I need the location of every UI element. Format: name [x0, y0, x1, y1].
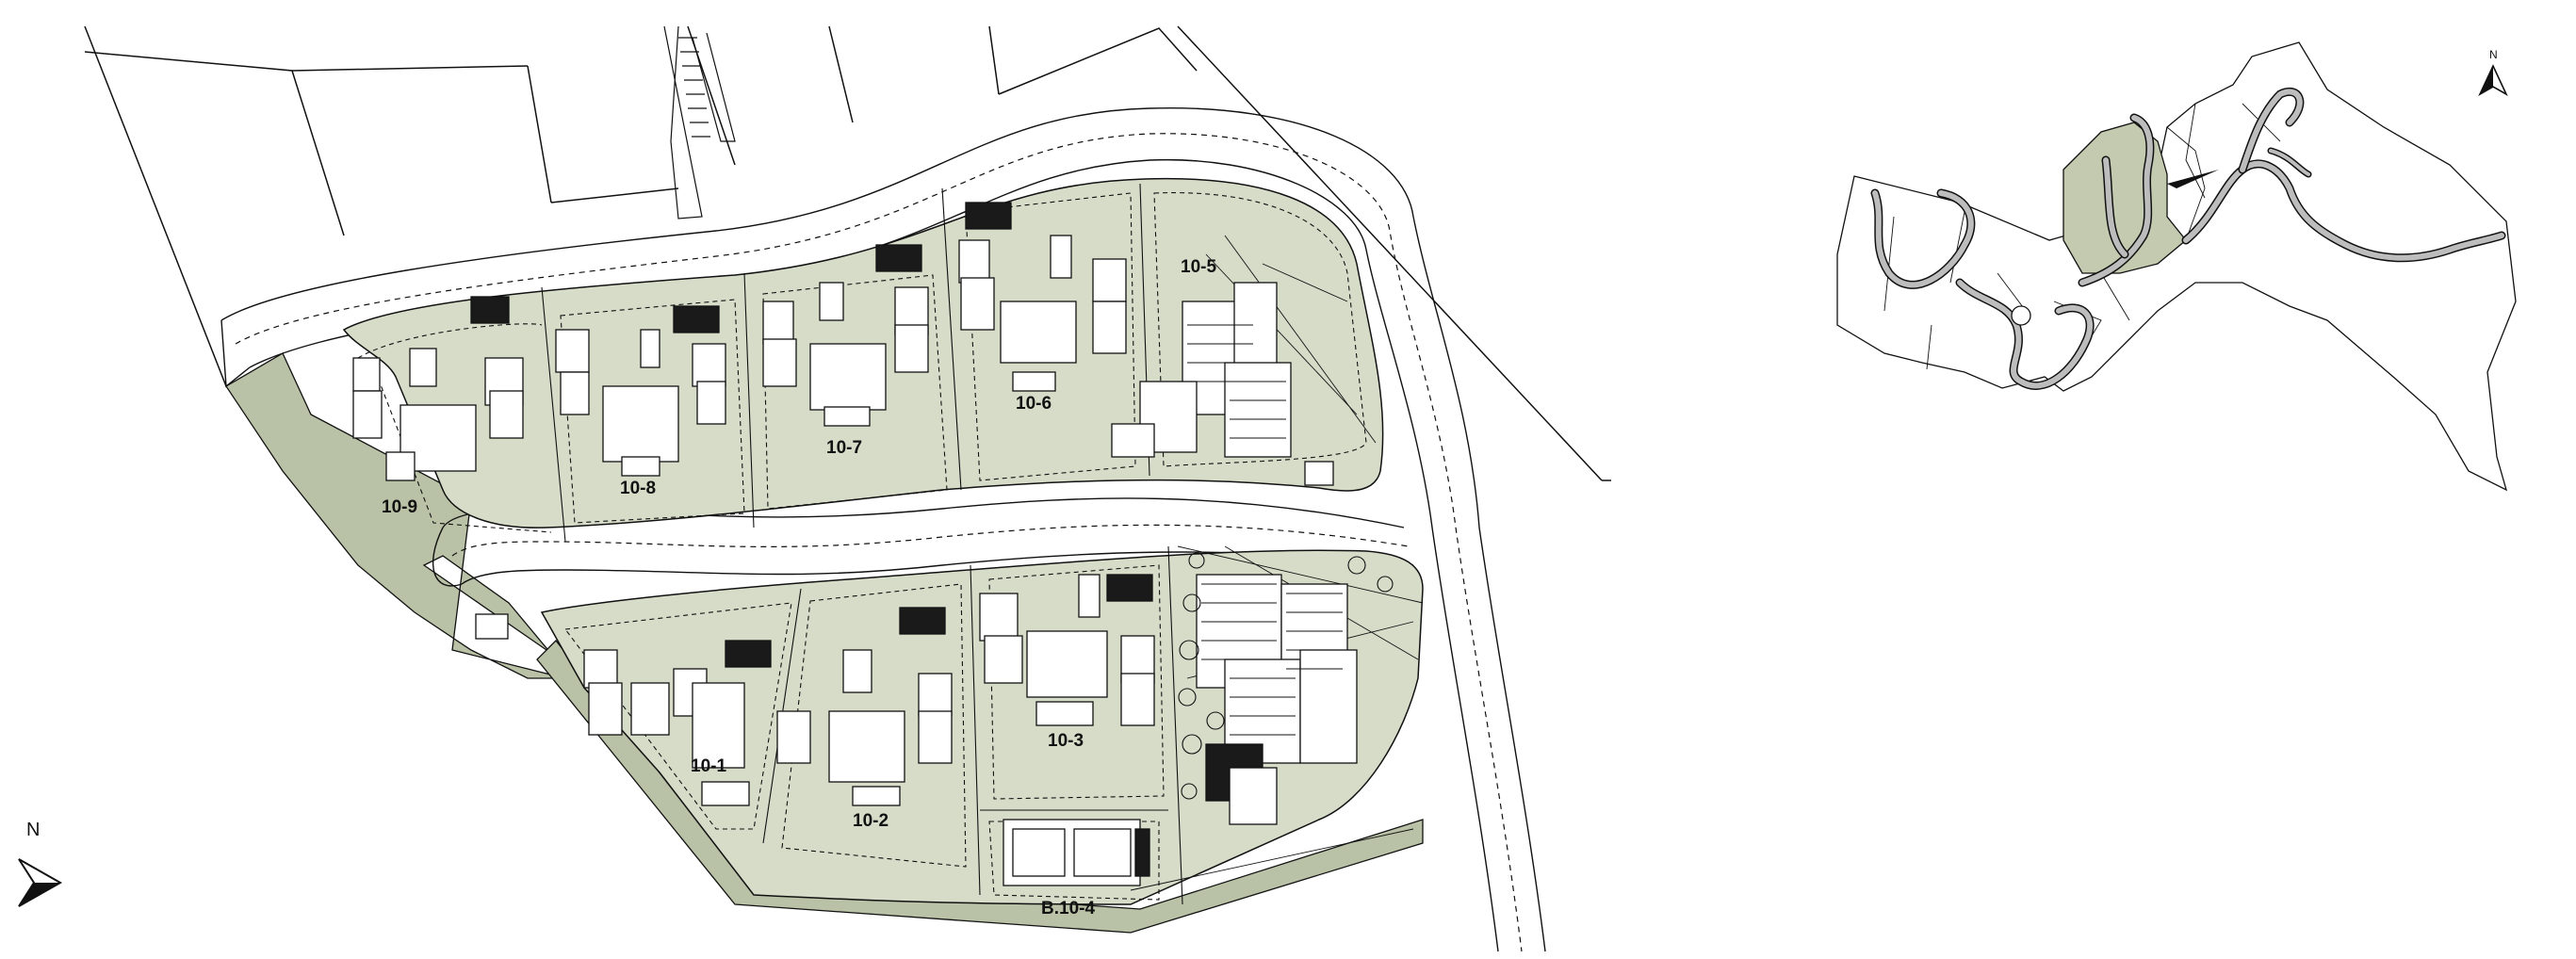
- locator-outline: [1836, 41, 2517, 492]
- locator-highlight: [2062, 122, 2187, 274]
- locator-roundabout: [2011, 305, 2031, 326]
- buildings: [352, 202, 1358, 886]
- north-arrow: N: [18, 820, 63, 907]
- locator-parcels: [1883, 103, 2281, 370]
- north-arrow-label: N: [26, 820, 40, 840]
- north-lot-lines: [357, 183, 1367, 543]
- locator-map: N: [1836, 41, 2517, 492]
- lot-label-b10-4: B.10-4: [1041, 899, 1095, 918]
- main-plan: 10-9 10-8 10-7 10-6 10-5 10-1 10-2 10-3 …: [18, 25, 1611, 952]
- lot-label-10-1: 10-1: [691, 756, 726, 776]
- lot-label-10-5: 10-5: [1181, 257, 1216, 277]
- lot-labels: 10-9 10-8 10-7 10-6 10-5 10-1 10-2 10-3 …: [382, 257, 1216, 918]
- lot-label-10-8: 10-8: [620, 479, 656, 498]
- stair-strip: [663, 25, 736, 219]
- locator-roads: [1870, 87, 2506, 390]
- lot-label-10-2: 10-2: [853, 811, 889, 831]
- lot-label-10-9: 10-9: [382, 497, 417, 517]
- lot-label-10-6: 10-6: [1016, 394, 1052, 414]
- green-space-west: [225, 352, 651, 679]
- trees: [1178, 552, 1394, 800]
- locator-north-arrow: N: [2478, 48, 2508, 96]
- lot-label-10-3: 10-3: [1048, 731, 1084, 751]
- lot-label-10-7: 10-7: [826, 438, 862, 458]
- locator-jetty: [2167, 170, 2219, 188]
- east-cluster-details: [1187, 324, 1343, 736]
- locator-north-label: N: [2489, 48, 2498, 61]
